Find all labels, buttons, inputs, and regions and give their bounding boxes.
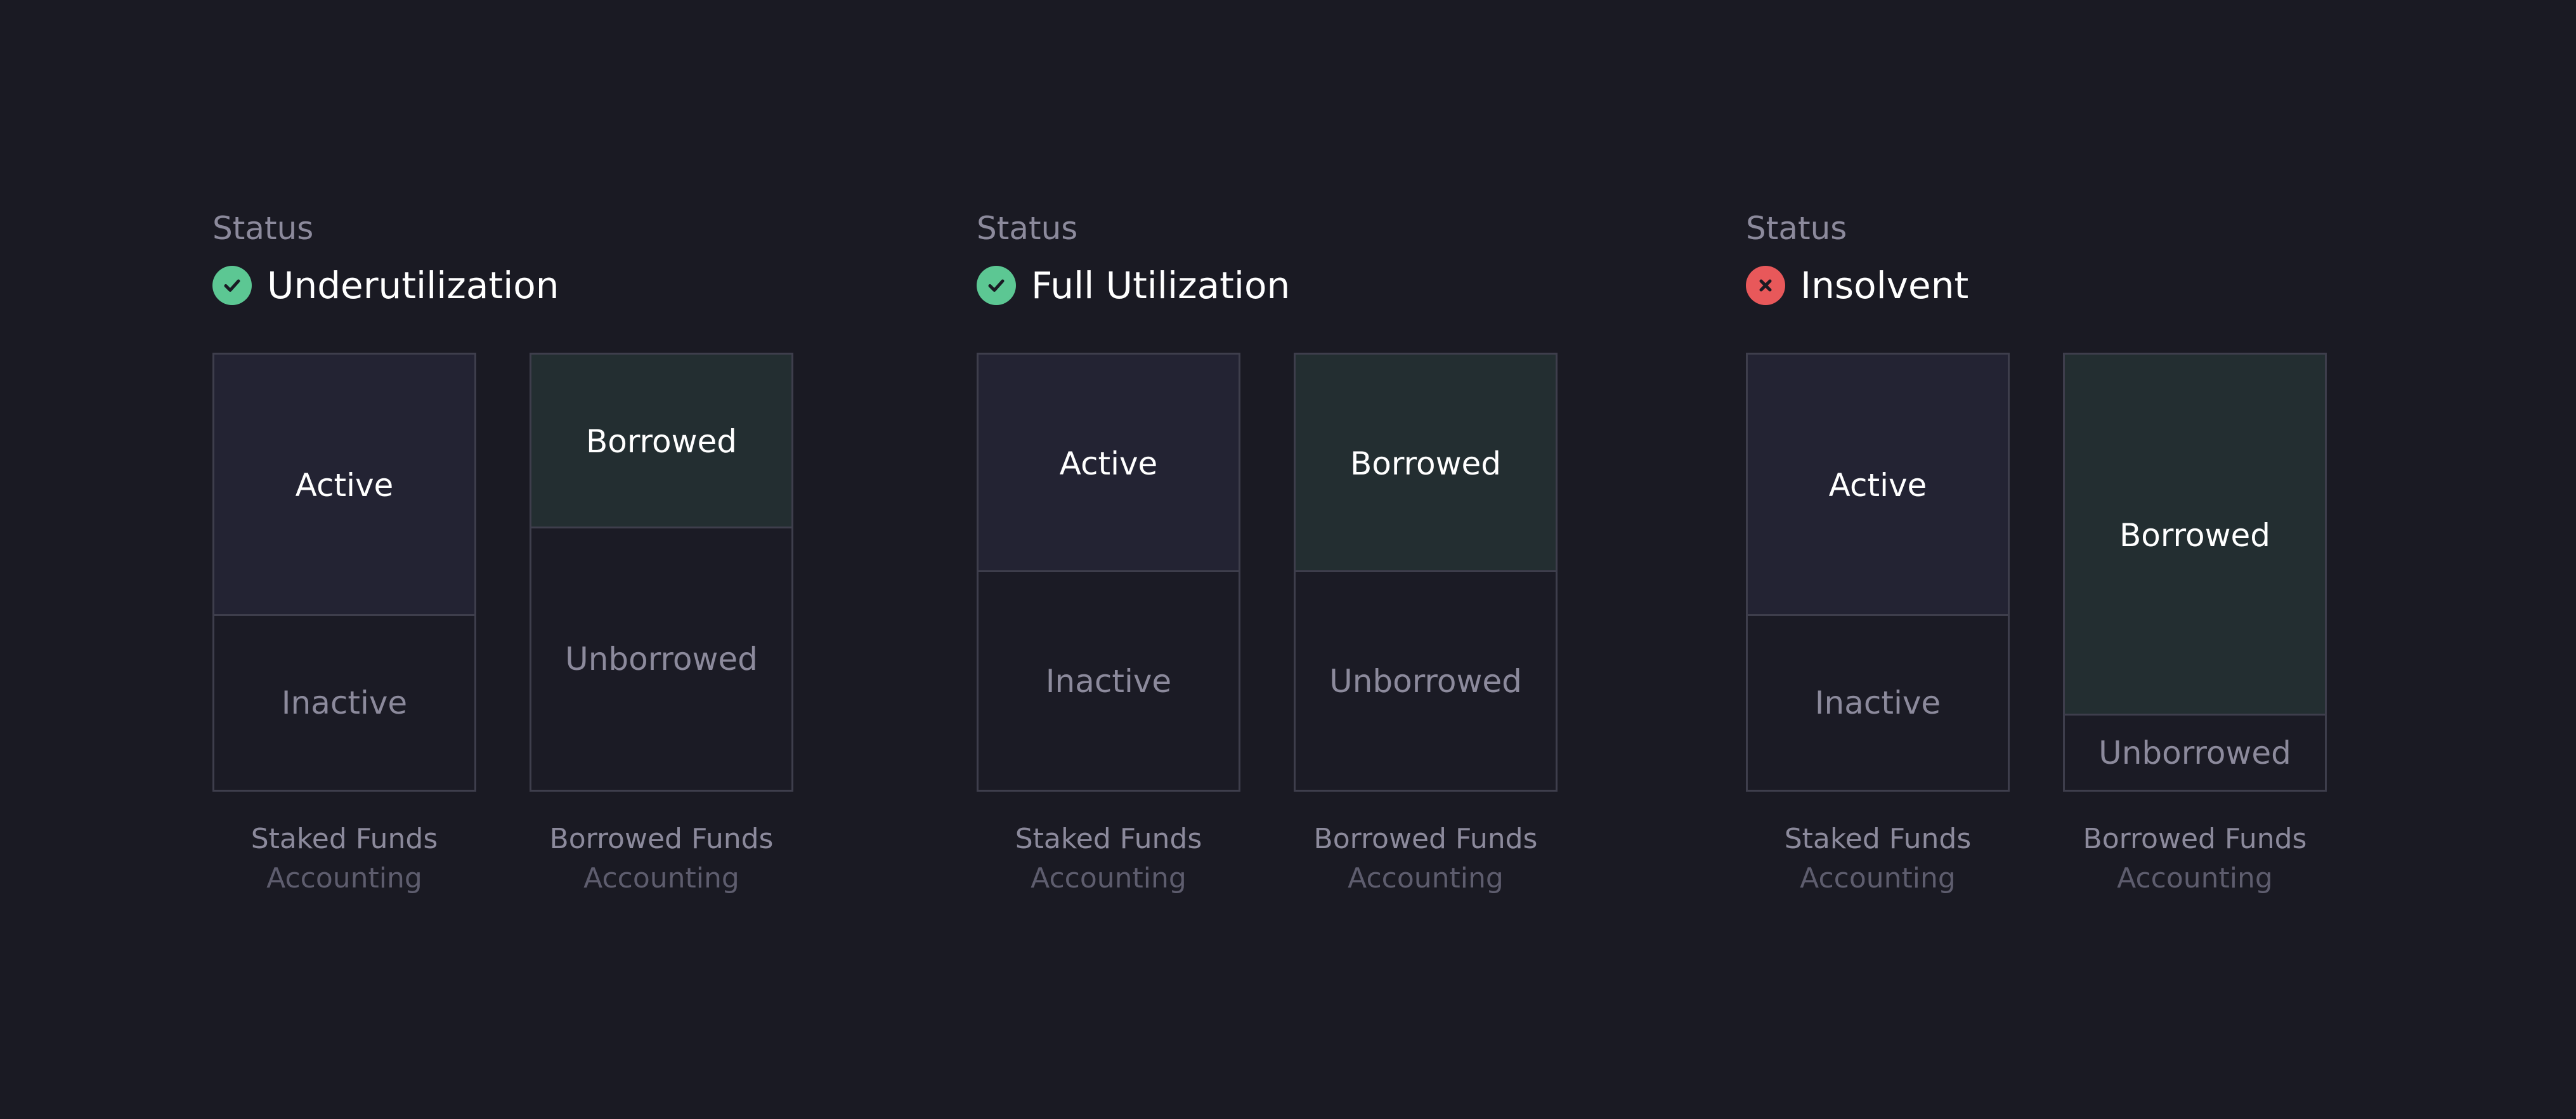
caption-line-2: Accounting xyxy=(1348,862,1504,894)
active-label: Active xyxy=(1059,445,1158,482)
inactive-label: Inactive xyxy=(1045,662,1172,700)
borrowed-funds-caption: Borrowed Funds Accounting xyxy=(2036,820,2353,898)
status-label: Status xyxy=(212,210,314,247)
borrowed-label: Borrowed xyxy=(1350,445,1501,482)
caption-line-2: Accounting xyxy=(1031,862,1187,894)
borrowed-segment: Borrowed xyxy=(1296,355,1556,572)
inactive-label: Inactive xyxy=(1814,684,1941,721)
inactive-segment: Inactive xyxy=(979,570,1239,790)
status-value: Full Utilization xyxy=(1031,264,1291,307)
borrowed-funds-column: Borrowed Unborrowed xyxy=(2063,353,2327,792)
caption-line-1: Borrowed Funds xyxy=(1313,823,1538,855)
inactive-segment: Inactive xyxy=(1748,614,2008,790)
caption-line-1: Staked Funds xyxy=(1784,823,1972,855)
active-label: Active xyxy=(1828,467,1927,504)
unborrowed-segment: Unborrowed xyxy=(2065,714,2325,790)
status-label: Status xyxy=(977,210,1078,247)
caption-line-2: Accounting xyxy=(2117,862,2273,894)
active-label: Active xyxy=(295,467,394,504)
unborrowed-label: Unborrowed xyxy=(1329,662,1522,700)
unborrowed-label: Unborrowed xyxy=(2098,734,2291,771)
active-segment: Active xyxy=(1748,355,2008,616)
borrowed-funds-caption: Borrowed Funds Accounting xyxy=(503,820,820,898)
status-label: Status xyxy=(1746,210,1847,247)
status-indicator: Full Utilization xyxy=(977,263,1290,308)
staked-funds-caption: Staked Funds Accounting xyxy=(950,820,1267,898)
unborrowed-segment: Unborrowed xyxy=(1296,570,1556,790)
status-indicator: Insolvent xyxy=(1746,263,1968,308)
unborrowed-segment: Unborrowed xyxy=(531,527,791,790)
staked-funds-column: Active Inactive xyxy=(1746,353,2010,792)
borrowed-segment: Borrowed xyxy=(531,355,791,528)
borrowed-funds-column: Borrowed Unborrowed xyxy=(530,353,793,792)
caption-line-2: Accounting xyxy=(583,862,739,894)
staked-funds-caption: Staked Funds Accounting xyxy=(186,820,503,898)
check-circle-icon xyxy=(977,266,1016,305)
status-indicator: Underutilization xyxy=(212,263,559,308)
caption-line-1: Staked Funds xyxy=(1015,823,1202,855)
borrowed-label: Borrowed xyxy=(585,423,737,460)
active-segment: Active xyxy=(214,355,474,616)
staked-funds-caption: Staked Funds Accounting xyxy=(1719,820,2036,898)
borrowed-funds-column: Borrowed Unborrowed xyxy=(1294,353,1558,792)
status-panel-insolvent: Status Insolvent Active Inactive Borrowe… xyxy=(1746,0,2380,1119)
caption-line-1: Borrowed Funds xyxy=(2083,823,2307,855)
caption-line-2: Accounting xyxy=(1800,862,1956,894)
status-panel-full-utilization: Status Full Utilization Active Inactive … xyxy=(977,0,1611,1119)
borrowed-segment: Borrowed xyxy=(2065,355,2325,716)
check-circle-icon xyxy=(212,266,252,305)
inactive-label: Inactive xyxy=(281,684,408,721)
caption-line-1: Staked Funds xyxy=(250,823,438,855)
unborrowed-label: Unborrowed xyxy=(565,641,758,677)
caption-line-2: Accounting xyxy=(266,862,422,894)
status-value: Underutilization xyxy=(267,264,559,307)
status-value: Insolvent xyxy=(1800,264,1969,307)
borrowed-funds-caption: Borrowed Funds Accounting xyxy=(1267,820,1584,898)
borrowed-label: Borrowed xyxy=(2119,516,2270,554)
caption-line-1: Borrowed Funds xyxy=(549,823,774,855)
status-panel-underutilization: Status Underutilization Active Inactive … xyxy=(212,0,847,1119)
staked-funds-column: Active Inactive xyxy=(212,353,476,792)
staked-funds-column: Active Inactive xyxy=(977,353,1240,792)
x-circle-icon xyxy=(1746,266,1785,305)
active-segment: Active xyxy=(979,355,1239,572)
inactive-segment: Inactive xyxy=(214,614,474,790)
